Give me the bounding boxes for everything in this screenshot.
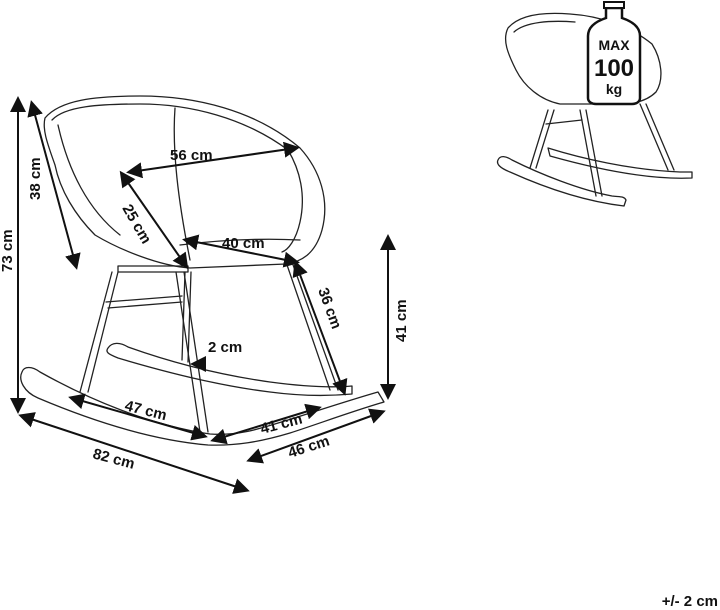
max-load-badge — [586, 1, 642, 106]
max-load-value: 100 — [594, 55, 634, 82]
label-back-height: 38 cm — [27, 157, 44, 200]
max-load-unit: kg — [606, 81, 622, 97]
tolerance-note: +/- 2 cm — [662, 593, 718, 610]
label-armrest-depth: 25 cm — [119, 202, 155, 247]
label-seat-height: 41 cm — [393, 299, 410, 342]
max-load-top: MAX — [598, 37, 630, 53]
label-rocker-length: 82 cm — [91, 445, 136, 472]
label-width: 56 cm — [170, 147, 213, 164]
label-seat-width: 40 cm — [222, 235, 265, 252]
small-chair-drawing — [496, 12, 693, 207]
label-base-outer: 46 cm — [286, 432, 332, 461]
label-height-total: 73 cm — [0, 229, 16, 272]
label-base-inner: 41 cm — [259, 410, 304, 437]
dimension-lines — [10, 96, 396, 494]
label-leg-gap: 2 cm — [208, 339, 242, 356]
